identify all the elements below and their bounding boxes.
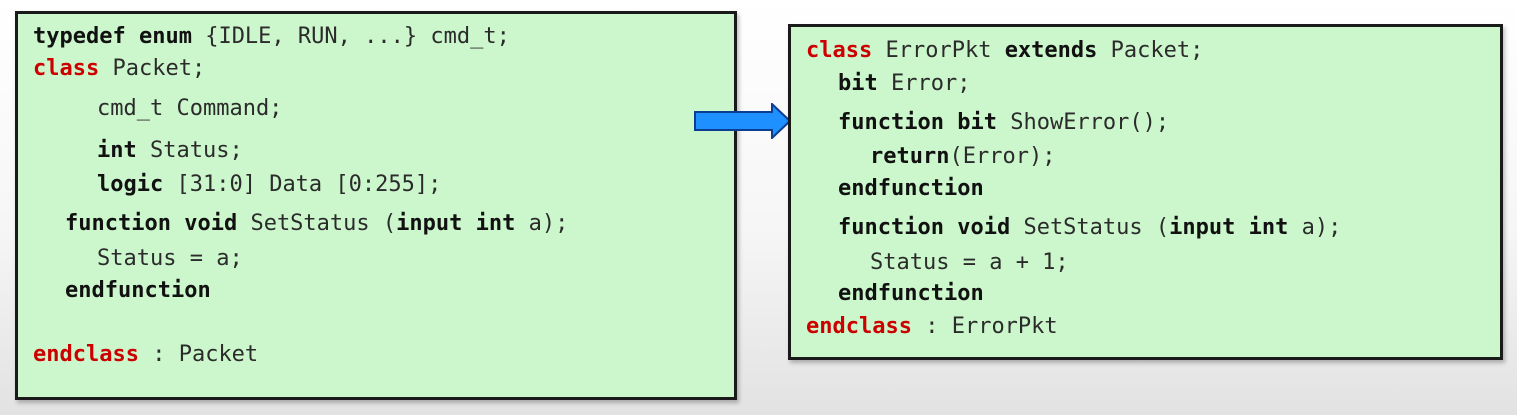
code-line-return: return(Error);: [870, 144, 1055, 170]
keyword-endfunction: endfunction: [838, 176, 984, 201]
code-line-class-packet: class Packet;: [33, 56, 205, 82]
code-text: a);: [1288, 215, 1342, 240]
code-text: Status = a;: [97, 246, 243, 271]
code-text: [126, 24, 139, 49]
code-text: [462, 211, 475, 236]
code-line-endfunction: endfunction: [65, 278, 211, 304]
keyword-extends: extends: [1004, 38, 1098, 63]
code-text: [944, 110, 957, 135]
code-text: ErrorPkt: [872, 38, 1005, 63]
keyword-return: return: [870, 144, 950, 169]
code-text: Status = a + 1;: [870, 250, 1069, 275]
packet-class-panel: typedef enum {IDLE, RUN, ...} cmd_t; cla…: [15, 11, 737, 400]
keyword-void: void: [957, 215, 1011, 240]
keyword-typedef: typedef: [33, 24, 126, 49]
code-line-status-assign: Status = a + 1;: [870, 250, 1069, 276]
code-text: [944, 215, 957, 240]
code-text: SetStatus (: [1010, 215, 1170, 240]
keyword-bit: bit: [838, 71, 878, 96]
keyword-function: function: [65, 211, 171, 236]
code-text: Status;: [136, 138, 243, 163]
code-text: Packet;: [1097, 38, 1204, 63]
keyword-endclass: endclass: [33, 342, 139, 367]
keyword-class: class: [33, 56, 100, 81]
code-text: (Error);: [949, 144, 1056, 169]
keyword-endfunction: endfunction: [838, 281, 984, 306]
code-line-function-showerror: function bit ShowError();: [838, 110, 1169, 136]
code-text: {IDLE, RUN, ...} cmd_t;: [191, 24, 510, 49]
errorpkt-class-panel: class ErrorPkt extends Packet; bit Error…: [788, 24, 1503, 360]
keyword-function: function: [838, 215, 944, 240]
code-text: ShowError();: [996, 110, 1170, 135]
code-line-function-setstatus: function void SetStatus (input int a);: [838, 215, 1341, 241]
code-text: [1235, 215, 1248, 240]
keyword-void: void: [184, 211, 238, 236]
code-text: [31:0] Data [0:255];: [163, 172, 442, 197]
keyword-input: input: [396, 211, 463, 236]
code-text: Error;: [877, 71, 971, 96]
code-line-class-errorpkt: class ErrorPkt extends Packet;: [806, 38, 1203, 64]
keyword-function: function: [838, 110, 944, 135]
code-text: cmd_t Command;: [97, 96, 283, 121]
code-line-bit-error: bit Error;: [838, 71, 970, 97]
code-text: SetStatus (: [237, 211, 397, 236]
keyword-int: int: [475, 211, 516, 236]
code-text: Packet;: [99, 56, 206, 81]
code-line-endclass: endclass : ErrorPkt: [806, 314, 1058, 340]
keyword-logic: logic: [97, 172, 164, 197]
keyword-bit: bit: [957, 110, 997, 135]
keyword-endfunction: endfunction: [65, 278, 211, 303]
keyword-enum: enum: [138, 24, 192, 49]
code-line-command: cmd_t Command;: [97, 96, 282, 122]
code-line-endclass: endclass : Packet: [33, 342, 258, 368]
keyword-int: int: [97, 138, 137, 163]
code-text: : ErrorPkt: [911, 314, 1058, 339]
keyword-endclass: endclass: [806, 314, 912, 339]
code-line-function-setstatus: function void SetStatus (input int a);: [65, 211, 568, 237]
code-line-typedef: typedef enum {IDLE, RUN, ...} cmd_t;: [33, 24, 510, 50]
keyword-input: input: [1169, 215, 1236, 240]
code-text: : Packet: [138, 342, 259, 367]
code-line-status-assign: Status = a;: [97, 246, 243, 272]
code-text: [171, 211, 184, 236]
code-text: a);: [515, 211, 569, 236]
keyword-class: class: [806, 38, 873, 63]
code-line-endfunction-setstatus: endfunction: [838, 281, 984, 307]
code-line-endfunction-showerror: endfunction: [838, 176, 984, 202]
code-line-status: int Status;: [97, 138, 243, 164]
code-line-data: logic [31:0] Data [0:255];: [97, 172, 441, 198]
extends-arrow-icon: [694, 103, 792, 139]
keyword-int: int: [1248, 215, 1289, 240]
